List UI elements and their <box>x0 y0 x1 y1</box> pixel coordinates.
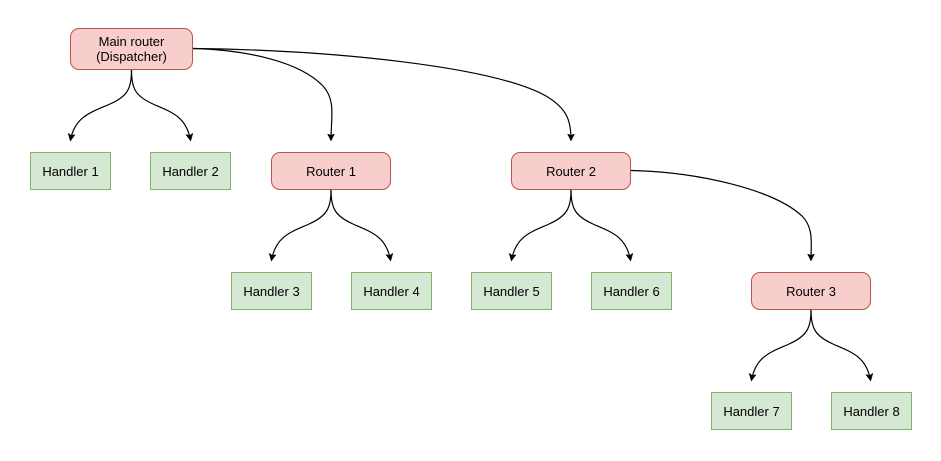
node-handler-7[interactable]: Handler 7 <box>711 392 792 430</box>
node-handler-8-label: Handler 8 <box>843 403 900 419</box>
node-router-2[interactable]: Router 2 <box>511 152 631 190</box>
edge-main-router-to-router-1 <box>192 47 332 141</box>
edge-router-2-to-handler-5 <box>512 189 572 260</box>
node-router-3-label: Router 3 <box>786 283 836 299</box>
node-handler-6[interactable]: Handler 6 <box>591 272 672 310</box>
node-router-2-label: Router 2 <box>546 163 596 179</box>
edge-router-3-to-handler-7 <box>752 309 812 380</box>
node-router-3[interactable]: Router 3 <box>751 272 871 310</box>
node-handler-3-label: Handler 3 <box>243 283 300 299</box>
node-handler-2[interactable]: Handler 2 <box>150 152 231 190</box>
edge-router-3-to-handler-8 <box>810 309 871 380</box>
edge-router-2-to-router-3 <box>630 169 811 261</box>
node-main-router-label: Main router (Dispatcher) <box>96 34 167 64</box>
node-handler-7-label: Handler 7 <box>723 403 780 419</box>
node-handler-3[interactable]: Handler 3 <box>231 272 312 310</box>
node-handler-6-label: Handler 6 <box>603 283 660 299</box>
node-main-router[interactable]: Main router (Dispatcher) <box>70 28 193 70</box>
edge-main-router-to-handler-2 <box>130 69 191 140</box>
node-handler-1-label: Handler 1 <box>42 163 99 179</box>
node-handler-4-label: Handler 4 <box>363 283 420 299</box>
edge-main-router-to-router-2 <box>192 47 571 141</box>
node-handler-1[interactable]: Handler 1 <box>30 152 111 190</box>
node-router-1-label: Router 1 <box>306 163 356 179</box>
edge-router-1-to-handler-4 <box>330 189 391 260</box>
node-handler-4[interactable]: Handler 4 <box>351 272 432 310</box>
node-handler-5[interactable]: Handler 5 <box>471 272 552 310</box>
node-router-1[interactable]: Router 1 <box>271 152 391 190</box>
edge-router-1-to-handler-3 <box>272 189 332 260</box>
node-handler-8[interactable]: Handler 8 <box>831 392 912 430</box>
node-handler-5-label: Handler 5 <box>483 283 540 299</box>
node-handler-2-label: Handler 2 <box>162 163 219 179</box>
edge-main-router-to-handler-1 <box>71 69 133 140</box>
edge-router-2-to-handler-6 <box>570 189 631 260</box>
